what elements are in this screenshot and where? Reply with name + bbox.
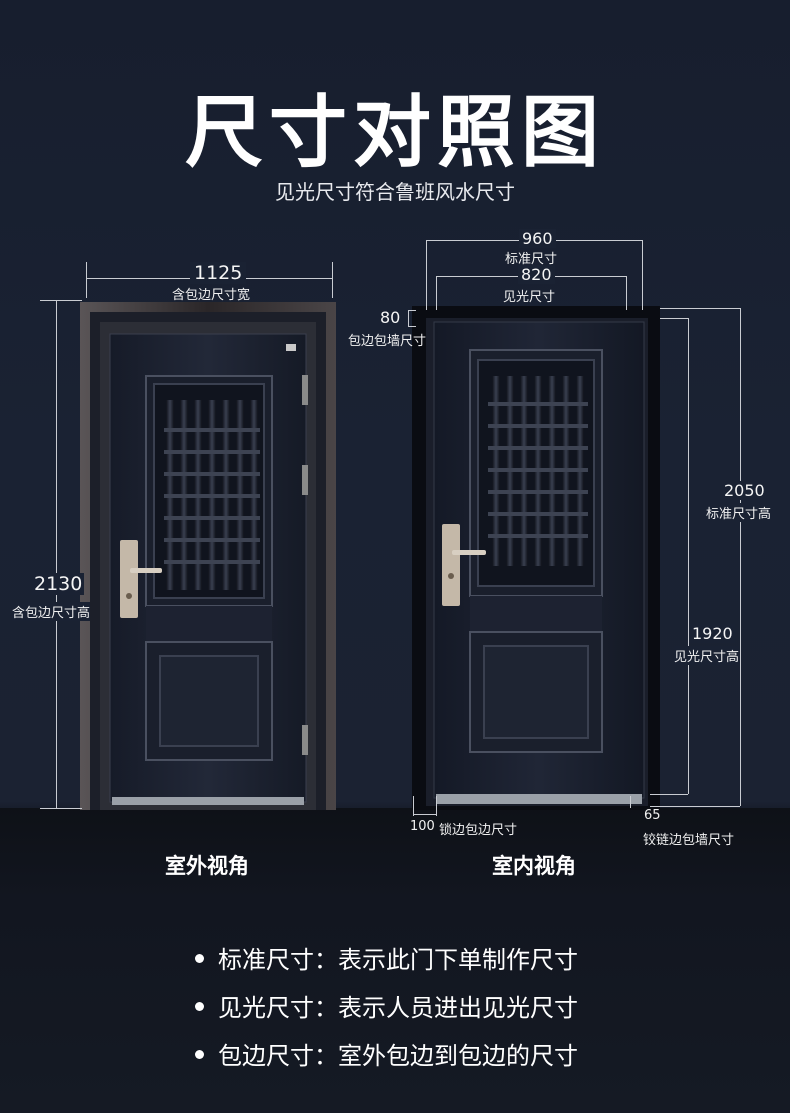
- indoor-std-height-value: 2050: [722, 481, 767, 500]
- indoor-light-height-line: [688, 318, 689, 794]
- wall-edge-bracket-bottom: [408, 326, 416, 327]
- outdoor-height-tick-bottom: [40, 808, 82, 809]
- indoor-light-width-tick-left: [436, 276, 437, 310]
- indoor-std-height-tick-top: [660, 308, 740, 309]
- indoor-door-illustration: [412, 306, 660, 810]
- bullet-icon: [195, 1001, 204, 1011]
- hinge-edge-value: 65: [644, 808, 661, 823]
- lock-edge-value: 100: [410, 819, 435, 834]
- indoor-light-height-value: 1920: [690, 624, 735, 643]
- note-standard-size: 标准尺寸：表示此门下单制作尺寸: [195, 940, 578, 975]
- bullet-icon: [195, 953, 204, 963]
- outdoor-width-value: 1125: [190, 262, 247, 284]
- floor-band: [0, 808, 790, 1113]
- outdoor-door-illustration: [80, 302, 336, 810]
- outdoor-height-label: 含包边尺寸高: [12, 602, 91, 621]
- outdoor-width-tick-left: [86, 262, 87, 298]
- outdoor-height-tick-top: [40, 300, 82, 301]
- note-edge-size: 包边尺寸：室外包边到包边的尺寸: [195, 1036, 578, 1071]
- indoor-std-height-tick-bottom: [650, 806, 740, 807]
- lock-edge-label: 锁边包边尺寸: [439, 823, 518, 838]
- indoor-light-width-tick-right: [626, 276, 627, 310]
- indoor-std-width-label: 标准尺寸: [505, 252, 558, 267]
- bullet-icon: [195, 1049, 204, 1059]
- indoor-light-width-value: 820: [518, 265, 555, 284]
- outdoor-height-value: 2130: [32, 573, 85, 595]
- page-title: 尺寸对照图: [184, 88, 605, 178]
- wall-edge-label: 包边包墙尺寸: [348, 334, 427, 349]
- note-light-size: 见光尺寸：表示人员进出见光尺寸: [195, 988, 578, 1023]
- wall-edge-bracket-top: [408, 310, 416, 311]
- indoor-std-height-label: 标准尺寸高: [706, 503, 772, 522]
- indoor-std-width-tick-right: [642, 240, 643, 310]
- indoor-light-height-label: 见光尺寸高: [674, 646, 740, 665]
- outdoor-width-label: 含包边尺寸宽: [172, 288, 251, 303]
- wall-edge-value: 80: [380, 308, 401, 327]
- lock-edge-tick-right: [436, 796, 437, 816]
- indoor-std-width-tick-left: [426, 240, 427, 310]
- indoor-view-label: 室内视角: [492, 854, 576, 878]
- indoor-light-width-label: 见光尺寸: [503, 290, 556, 305]
- outdoor-width-tick-right: [332, 262, 333, 298]
- lock-edge-tick-left: [413, 796, 414, 816]
- outdoor-view-label: 室外视角: [165, 854, 249, 878]
- wall-edge-bracket-left: [408, 310, 409, 326]
- hinge-edge-label: 铰链边包墙尺寸: [643, 833, 735, 848]
- indoor-light-height-tick-top: [660, 318, 688, 319]
- indoor-light-height-tick-bottom: [650, 794, 688, 795]
- lock-edge-line: [413, 814, 436, 815]
- indoor-std-width-value: 960: [519, 229, 556, 248]
- outdoor-height-line: [56, 300, 57, 808]
- indoor-std-height-line: [740, 308, 741, 806]
- page-subtitle: 见光尺寸符合鲁班风水尺寸: [275, 180, 515, 204]
- hinge-edge-tick: [630, 796, 631, 808]
